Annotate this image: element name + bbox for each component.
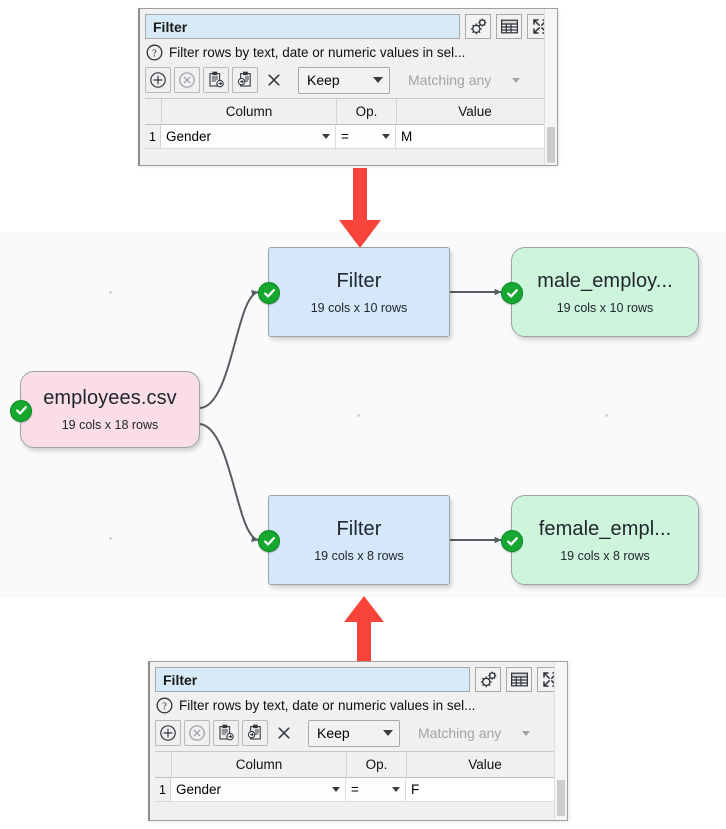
- status-ok-icon: [501, 282, 523, 304]
- cell-op-select[interactable]: =: [336, 125, 396, 149]
- pointer-arrow-up: [344, 596, 384, 662]
- status-ok-icon: [258, 530, 280, 552]
- matching-mode-value: Matching any: [418, 725, 502, 741]
- cell-value-text: F: [411, 782, 420, 797]
- column-header-op[interactable]: Op.: [337, 99, 397, 125]
- panel-scrollbar[interactable]: [554, 662, 567, 820]
- clear-all-icon[interactable]: [261, 67, 287, 93]
- filter-conditions-table[interactable]: Column Op. Value 1 Gender = F: [155, 751, 563, 802]
- settings-gear-icon[interactable]: [465, 14, 491, 39]
- table-grid-icon[interactable]: [496, 14, 522, 39]
- node-subtitle: 19 cols x 10 rows: [310, 300, 408, 315]
- keep-discard-select[interactable]: Keep: [298, 66, 390, 94]
- node-title: employees.csv: [43, 387, 177, 409]
- settings-gear-icon[interactable]: [475, 667, 501, 692]
- filter-name-value: Filter: [153, 18, 188, 35]
- cell-op-select[interactable]: =: [346, 778, 406, 802]
- cell-column-select[interactable]: Gender: [161, 125, 336, 149]
- graph-node-female-output[interactable]: female_empl... 19 cols x 8 rows: [501, 495, 699, 585]
- table-corner-cell: [145, 99, 162, 125]
- node-title: Filter: [336, 269, 382, 292]
- svg-text:?: ?: [152, 48, 157, 59]
- table-row[interactable]: 1 Gender = M: [145, 125, 553, 149]
- keep-discard-select[interactable]: Keep: [308, 719, 400, 747]
- chevron-down-icon: [373, 77, 383, 83]
- pointer-arrow-down: [339, 168, 381, 248]
- cell-value-input[interactable]: F: [406, 778, 563, 802]
- graph-node-filter-male[interactable]: Filter 19 cols x 10 rows: [258, 247, 450, 337]
- node-subtitle: 19 cols x 18 rows: [61, 418, 159, 432]
- table-header-row: Column Op. Value: [145, 99, 553, 125]
- filter-name-input[interactable]: Filter: [155, 667, 470, 692]
- node-title: Filter: [336, 517, 382, 540]
- table-grid-icon[interactable]: [506, 667, 532, 692]
- cell-column-value: Gender: [166, 129, 212, 144]
- matching-mode-select[interactable]: Matching any: [409, 720, 537, 747]
- filter-panel-bottom[interactable]: Filter: [148, 661, 568, 821]
- graph-connectors: [199, 288, 502, 544]
- chevron-down-icon: [522, 730, 530, 736]
- clear-all-icon[interactable]: [271, 720, 297, 746]
- status-ok-icon: [501, 530, 523, 552]
- column-header-op[interactable]: Op.: [347, 752, 407, 778]
- filter-description: Filter rows by text, date or numeric val…: [179, 697, 476, 713]
- table-corner-cell: [155, 752, 172, 778]
- add-row-icon[interactable]: [145, 67, 171, 93]
- status-ok-icon: [10, 399, 32, 422]
- expand-arrows-icon[interactable]: [527, 14, 553, 39]
- node-title: female_empl...: [538, 517, 672, 540]
- column-header-column[interactable]: Column: [172, 752, 347, 778]
- node-title: male_employ...: [537, 269, 673, 292]
- cell-op-value: =: [351, 782, 359, 797]
- chevron-down-icon: [512, 77, 520, 83]
- row-number: 1: [145, 125, 161, 149]
- table-row[interactable]: 1 Gender = F: [155, 778, 563, 802]
- chevron-down-icon: [322, 134, 330, 139]
- add-row-icon[interactable]: [155, 720, 181, 746]
- filter-name-input[interactable]: Filter: [145, 14, 460, 39]
- keep-discard-value: Keep: [317, 725, 350, 741]
- copy-to-clipboard-icon[interactable]: [213, 720, 239, 746]
- node-graph-canvas[interactable]: employees.csv 19 cols x 18 rows Filter 1…: [0, 232, 726, 598]
- scrollbar-thumb[interactable]: [547, 127, 555, 163]
- filter-panel-top[interactable]: Filter: [138, 8, 558, 166]
- table-header-row: Column Op. Value: [155, 752, 563, 778]
- column-header-column[interactable]: Column: [162, 99, 337, 125]
- cell-column-value: Gender: [176, 782, 222, 797]
- filter-conditions-table[interactable]: Column Op. Value 1 Gender = M: [145, 98, 553, 149]
- svg-text:?: ?: [162, 701, 167, 712]
- remove-row-icon[interactable]: [184, 720, 210, 746]
- graph-node-source[interactable]: employees.csv 19 cols x 18 rows: [10, 371, 200, 448]
- cell-value-input[interactable]: M: [396, 125, 553, 149]
- chevron-down-icon: [392, 787, 400, 792]
- scrollbar-thumb[interactable]: [557, 780, 565, 816]
- question-mark-icon[interactable]: ?: [146, 44, 163, 61]
- row-number: 1: [155, 778, 171, 802]
- column-header-value[interactable]: Value: [407, 752, 563, 778]
- keep-discard-value: Keep: [307, 72, 340, 88]
- matching-mode-value: Matching any: [408, 72, 492, 88]
- node-subtitle: 19 cols x 10 rows: [556, 300, 654, 315]
- chevron-down-icon: [383, 730, 393, 736]
- graph-node-filter-female[interactable]: Filter 19 cols x 8 rows: [258, 495, 450, 585]
- cell-value-text: M: [401, 129, 413, 144]
- paste-from-clipboard-icon[interactable]: [232, 67, 258, 93]
- copy-to-clipboard-icon[interactable]: [203, 67, 229, 93]
- matching-mode-select[interactable]: Matching any: [399, 67, 527, 94]
- column-header-value[interactable]: Value: [397, 99, 553, 125]
- paste-from-clipboard-icon[interactable]: [242, 720, 268, 746]
- panel-scrollbar[interactable]: [544, 9, 557, 165]
- question-mark-icon[interactable]: ?: [156, 697, 173, 714]
- status-ok-icon: [258, 282, 280, 304]
- chevron-down-icon: [332, 787, 340, 792]
- node-subtitle: 19 cols x 8 rows: [314, 548, 404, 563]
- cell-op-value: =: [341, 129, 349, 144]
- filter-description: Filter rows by text, date or numeric val…: [169, 44, 466, 60]
- chevron-down-icon: [382, 134, 390, 139]
- remove-row-icon[interactable]: [174, 67, 200, 93]
- cell-column-select[interactable]: Gender: [171, 778, 346, 802]
- filter-name-value: Filter: [163, 671, 198, 688]
- graph-node-male-output[interactable]: male_employ... 19 cols x 10 rows: [501, 247, 699, 337]
- node-subtitle: 19 cols x 8 rows: [560, 548, 650, 563]
